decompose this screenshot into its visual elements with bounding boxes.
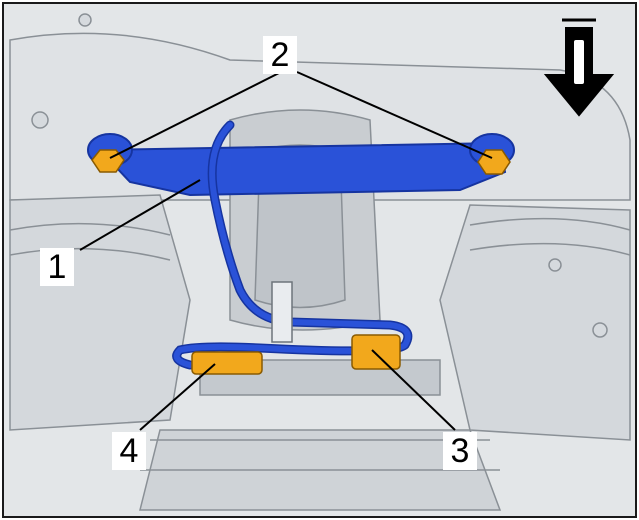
down-arrow-icon xyxy=(543,18,615,117)
leader-3 xyxy=(371,349,456,431)
leader-1 xyxy=(79,179,201,251)
pipe-bracket xyxy=(271,281,293,343)
callout-1: 1 xyxy=(40,248,74,286)
connector-right xyxy=(351,334,401,370)
leader-lines xyxy=(79,71,493,431)
callout-2: 2 xyxy=(263,36,297,74)
callout-4: 4 xyxy=(112,432,146,470)
leader-2-right xyxy=(296,71,493,159)
callout-3: 3 xyxy=(443,432,477,470)
cross-member xyxy=(97,141,507,197)
leader-2-left xyxy=(109,71,282,159)
pipe xyxy=(173,122,411,368)
connector-left xyxy=(191,351,263,375)
leader-4 xyxy=(139,363,216,431)
